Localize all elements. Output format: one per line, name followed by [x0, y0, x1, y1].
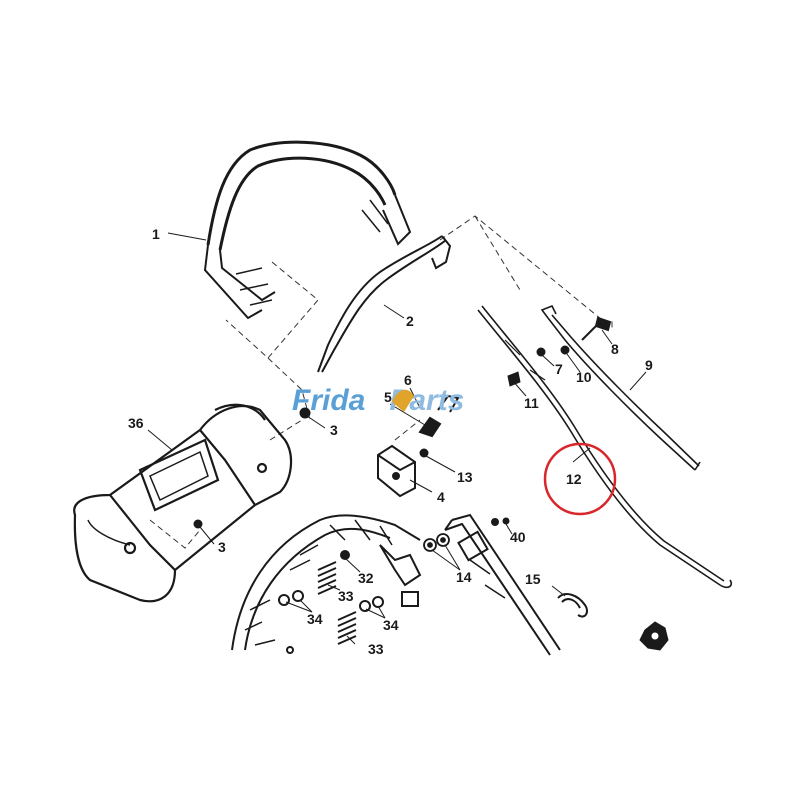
- label-13: 13: [457, 469, 473, 485]
- label-15: 15: [525, 571, 541, 587]
- label-9: 9: [645, 357, 653, 373]
- nut-10: [560, 345, 570, 355]
- label-8: 8: [611, 341, 619, 357]
- label-7: 7: [555, 361, 563, 377]
- nut-3b: [193, 519, 203, 529]
- clip-15-part: [557, 593, 588, 618]
- upper-handle-part: [203, 140, 412, 320]
- label-2: 2: [406, 313, 414, 329]
- cable-9-part: [540, 304, 701, 471]
- nut-13: [419, 448, 429, 458]
- knob-part: [639, 621, 669, 651]
- label-34b: 34: [383, 617, 399, 633]
- label-12[interactable]: 12: [566, 471, 582, 487]
- springs-and-washers: [278, 550, 384, 654]
- nut-40: [502, 517, 510, 525]
- label-6: 6: [404, 372, 412, 388]
- washers-14-part: [423, 533, 450, 552]
- leader-lines: [147, 232, 647, 645]
- label-33b: 33: [368, 641, 384, 657]
- label-3a: 3: [330, 422, 338, 438]
- lower-handle-part: [444, 513, 561, 656]
- cable-12-part: [477, 305, 733, 588]
- label-4: 4: [437, 489, 445, 505]
- nut-3a: [299, 407, 311, 419]
- label-10: 10: [576, 369, 592, 385]
- label-11: 11: [524, 395, 539, 411]
- label-14: 14: [456, 569, 472, 585]
- bolt-5-6-part: [418, 394, 460, 438]
- small-hardware: [193, 316, 612, 529]
- label-40: 40: [510, 529, 526, 545]
- alignment-dashes: [149, 215, 613, 549]
- label-32: 32: [358, 570, 374, 586]
- label-5: 5: [384, 389, 392, 405]
- nut-7: [536, 347, 546, 357]
- label-33a: 33: [338, 588, 354, 604]
- bracket-4-part: [377, 444, 416, 498]
- bolt-8: [581, 316, 612, 341]
- housing-36-part: [73, 403, 293, 603]
- bail-rod-part: [317, 235, 452, 373]
- label-3b: 3: [218, 539, 226, 555]
- deck-part: [231, 514, 422, 651]
- watermark-swoosh-icon: [392, 389, 414, 412]
- label-1: 1: [152, 226, 160, 242]
- label-34a: 34: [307, 611, 323, 627]
- highlight-circle: [543, 442, 617, 516]
- watermark-part1: Frida: [292, 384, 365, 417]
- screw-11: [507, 371, 521, 387]
- label-36: 36: [128, 415, 144, 431]
